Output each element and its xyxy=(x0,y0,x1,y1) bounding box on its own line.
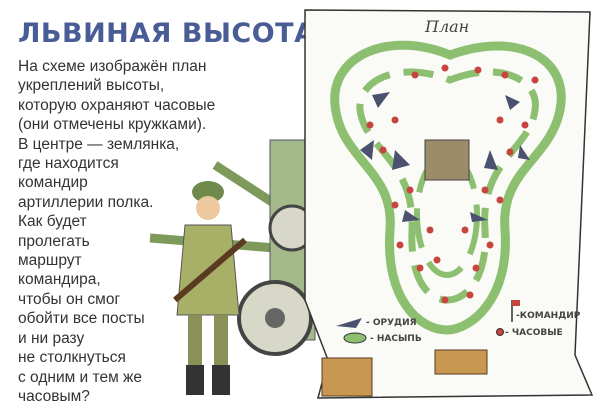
text-line: На схеме изображён план xyxy=(18,58,207,75)
legend-guns: - ОРУДИЯ xyxy=(366,318,417,328)
map-title: План xyxy=(424,17,469,36)
text-line: В центре — землянка, xyxy=(18,135,180,153)
text-line: (они отмечены кружками). xyxy=(18,116,207,134)
legend-sentries: - ЧАСОВЫЕ xyxy=(505,328,563,338)
sentry-dots xyxy=(366,64,539,304)
text-line: и ни разу xyxy=(18,329,85,347)
puzzle-text: На схеме изображён план укреплений высот… xyxy=(18,57,308,406)
text-line: с одним и тем же xyxy=(18,368,143,386)
text-line: Как будет xyxy=(18,213,87,231)
legend-commander: -КОМАНДИР xyxy=(516,311,581,321)
text-line: чтобы он смог xyxy=(18,290,121,308)
legend-embankment: - НАСЫПЬ xyxy=(370,334,422,344)
page-title: ЛЬВИНАЯ ВЫСОТА xyxy=(18,18,316,49)
text-line: которую охраняют часовые xyxy=(18,96,216,114)
text-line: где находится xyxy=(18,155,119,173)
text-line: маршрут xyxy=(18,252,82,270)
text-line: командир xyxy=(18,174,88,192)
soldier-illustration xyxy=(173,181,247,395)
text-line: пролегать xyxy=(18,232,90,250)
text-line: командира, xyxy=(18,271,101,289)
text-line: обойти все посты xyxy=(18,310,145,328)
text-line: часовым? xyxy=(18,387,90,405)
map-plan: План - ОРУДИЯ - НАСЫПЬ -КОМАНДИР - ЧАСОВ… xyxy=(304,9,594,399)
text-line: артиллерии полка. xyxy=(18,193,154,211)
ammo-boxes xyxy=(321,349,488,397)
text-line: не столкнуться xyxy=(18,349,126,367)
text-line: укреплений высоты, xyxy=(18,77,165,95)
